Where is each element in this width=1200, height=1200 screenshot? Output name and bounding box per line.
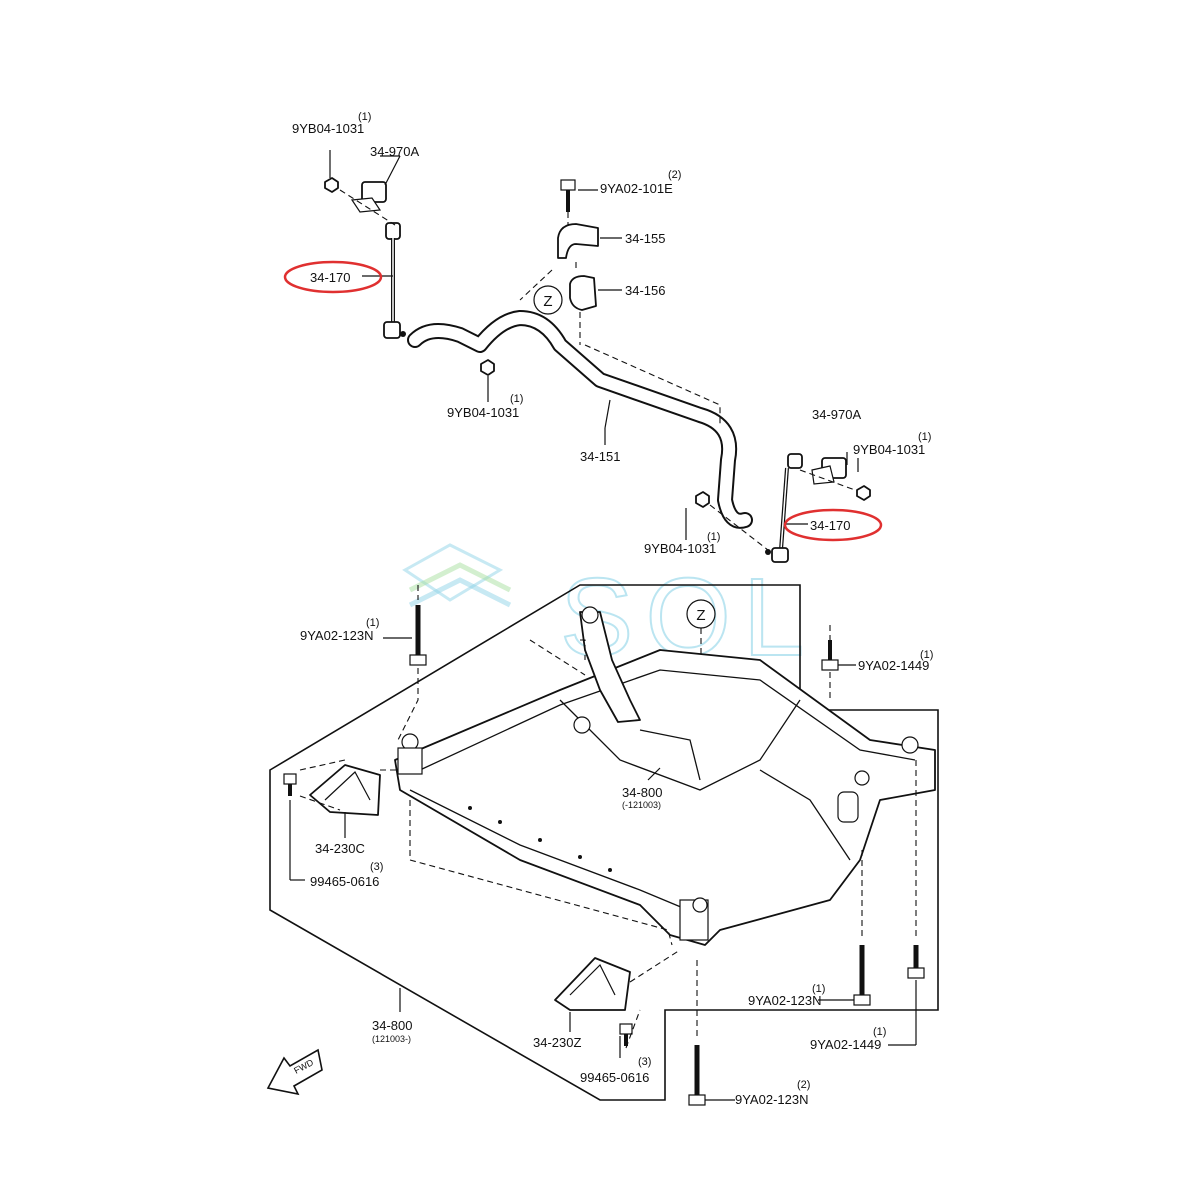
qty-nut-tl: (1) — [358, 111, 371, 123]
crossmember — [394, 606, 936, 946]
nut-right — [856, 485, 871, 501]
label-bolt-br1: 9YA02-123N — [748, 993, 821, 1008]
qty-bolt-top: (2) — [668, 169, 681, 181]
qty-nut-r: (1) — [918, 431, 931, 443]
front-arrow-icon: FWD — [266, 1048, 323, 1096]
crossmember-frame-outline — [269, 584, 939, 1101]
link-left — [383, 222, 406, 339]
label-crossmember-bot-date: (121003-) — [372, 1034, 411, 1044]
qty-bolt-r: (1) — [920, 649, 933, 661]
bolt-top — [560, 179, 576, 212]
qty-bolt-br2: (1) — [873, 1026, 886, 1038]
qty-bolt-br1: (1) — [812, 983, 825, 995]
label-bracket-tl: 34-970A — [370, 144, 419, 159]
label-bolt-br2: 9YA02-1449 — [810, 1037, 881, 1052]
bracket-230z — [554, 957, 631, 1011]
label-clamp: 34-155 — [625, 231, 665, 246]
label-bolt-z: 99465-0616 — [580, 1070, 649, 1085]
qty-bolt-c: (3) — [370, 861, 383, 873]
highlight-link-left — [283, 260, 383, 294]
bolt-bottom-right-1 — [853, 945, 871, 1006]
qty-bolt-l: (1) — [366, 617, 379, 629]
label-bracket-z: 34-230Z — [533, 1035, 581, 1050]
nut-mid — [480, 359, 495, 376]
z-callout-lower: Z — [686, 599, 716, 685]
bolt-right-upper — [821, 640, 839, 671]
label-crossmember-mid: 34-800 — [622, 785, 662, 800]
label-nut-tl: 9YB04-1031 — [292, 121, 364, 136]
bolt-bottom-right-2 — [907, 945, 925, 979]
bolt-230z — [619, 1023, 633, 1046]
z-callout-upper: Z — [533, 285, 563, 315]
label-bolt-r: 9YA02-1449 — [858, 658, 929, 673]
bolt-230c — [283, 773, 297, 796]
label-bushing: 34-156 — [625, 283, 665, 298]
label-crossmember-bot: 34-800 — [372, 1018, 412, 1033]
label-nut-r: 9YB04-1031 — [853, 442, 925, 457]
highlight-link-right — [783, 508, 883, 542]
label-crossmember-mid-date: (-121003) — [622, 800, 661, 810]
label-link-left: 34-170 — [310, 270, 350, 285]
label-bolt-top: 9YA02-101E — [600, 181, 673, 196]
svg-text:Z: Z — [543, 293, 552, 310]
qty-nut-lower: (1) — [707, 531, 720, 543]
stabilizer-bar — [407, 310, 753, 529]
qty-bolt-bottom: (2) — [797, 1079, 810, 1091]
label-nut-lower: 9YB04-1031 — [644, 541, 716, 556]
link-right — [765, 453, 803, 563]
clamp — [557, 223, 599, 259]
nut-top-left — [324, 177, 339, 193]
bushing — [569, 275, 597, 311]
bracket-right — [811, 457, 847, 485]
bracket-top-left — [350, 181, 387, 213]
label-nut-mid: 9YB04-1031 — [447, 405, 519, 420]
qty-nut-mid: (1) — [510, 393, 523, 405]
label-bolt-bottom: 9YA02-123N — [735, 1092, 808, 1107]
bracket-230c — [309, 764, 381, 816]
label-stab-bar: 34-151 — [580, 449, 620, 464]
nut-lower — [695, 491, 710, 508]
bolt-left-vertical — [409, 605, 427, 666]
label-bolt-c: 99465-0616 — [310, 874, 379, 889]
bolt-bottom — [688, 1045, 706, 1106]
qty-bolt-z: (3) — [638, 1056, 651, 1068]
label-bracket-c: 34-230C — [315, 841, 365, 856]
svg-text:Z: Z — [696, 607, 705, 624]
label-link-right: 34-170 — [810, 518, 850, 533]
label-bolt-l: 9YA02-123N — [300, 628, 373, 643]
label-bracket-r: 34-970A — [812, 407, 861, 422]
